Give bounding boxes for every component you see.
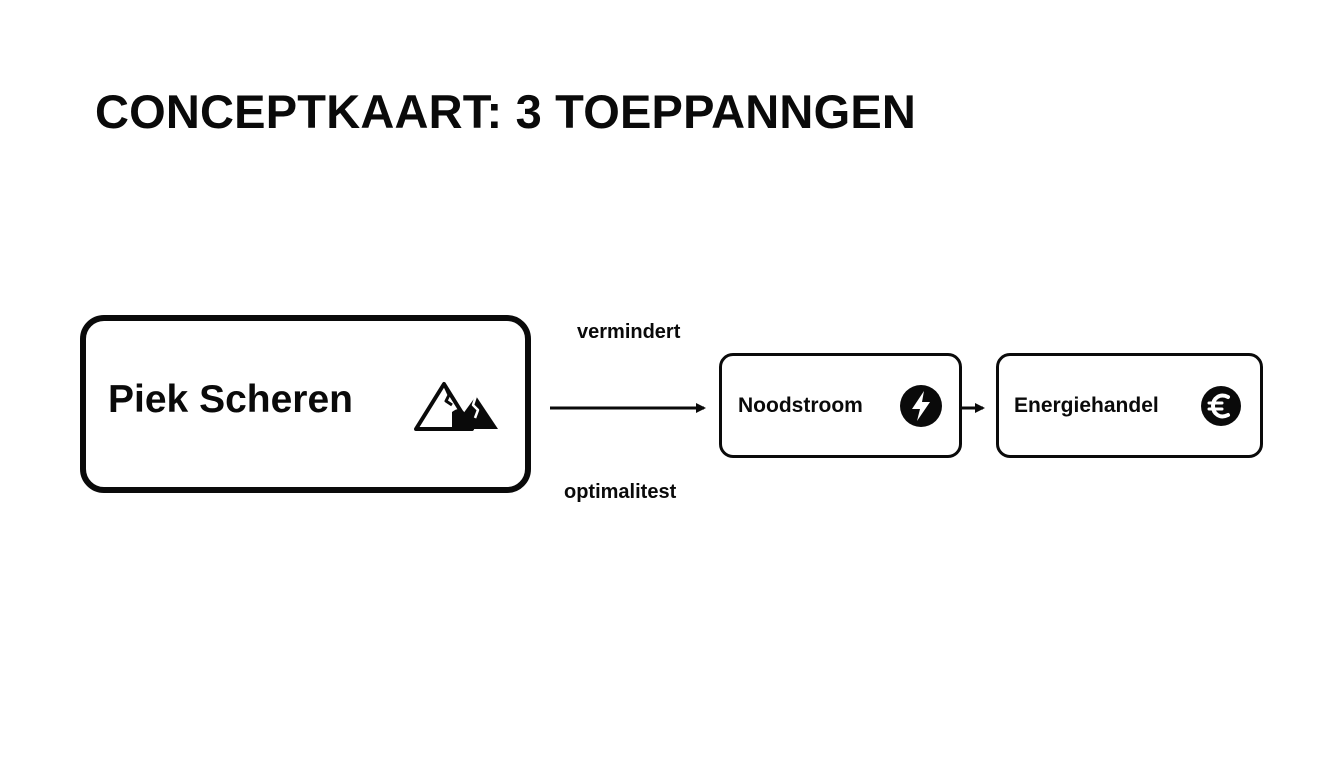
node-label-noodstroom: Noodstroom <box>738 394 863 417</box>
edge-label-vermindert: vermindert <box>577 321 681 343</box>
page-title: CONCEPTKAART: 3 TOEPPANNGEN <box>95 85 917 138</box>
node-piek-scheren[interactable]: Piek Scheren <box>80 315 531 493</box>
node-label-energiehandel: Energiehandel <box>1014 394 1159 417</box>
lightning-icon <box>900 385 942 427</box>
edge-label-optimalitest: optimalitest <box>564 481 677 503</box>
node-noodstroom[interactable]: Noodstroom <box>719 353 962 458</box>
mountain-icon <box>414 382 498 431</box>
node-energiehandel[interactable]: Energiehandel <box>996 353 1263 458</box>
node-label-piek-scheren: Piek Scheren <box>108 378 353 421</box>
euro-icon <box>1201 386 1241 426</box>
